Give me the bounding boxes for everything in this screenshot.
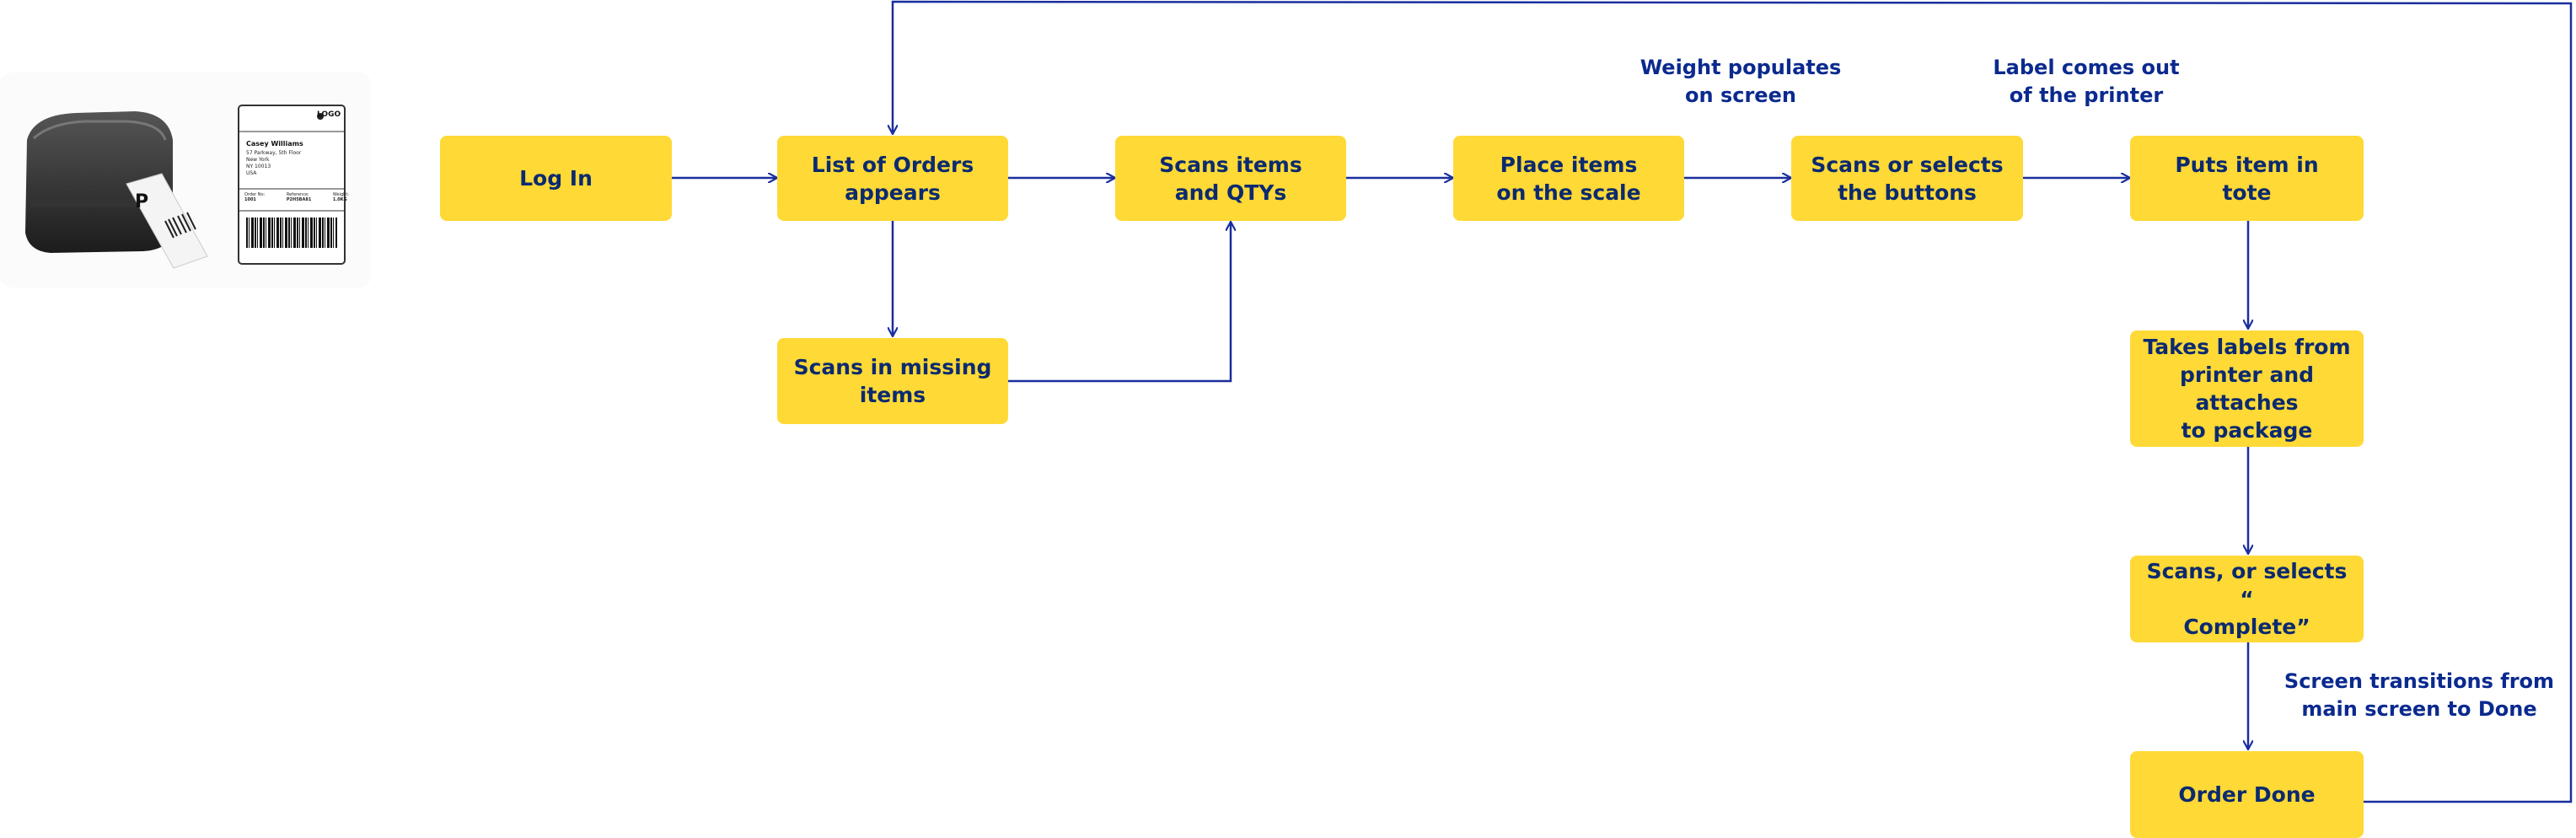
node-list-of-orders: List of Orders appears: [777, 136, 1008, 221]
barcode: [246, 218, 337, 248]
node-puts-in-tote: Puts item in tote: [2130, 136, 2364, 221]
node-order-done: Order Done: [2130, 751, 2364, 838]
node-place-items: Place items on the scale: [1453, 136, 1684, 221]
svg-text:P: P: [135, 191, 148, 212]
note-screen-transition: Screen transitions from main screen to D…: [2284, 669, 2555, 721]
note-label-comes-out: Label comes out of the printer: [1993, 56, 2180, 107]
note-weight-populates: Weight populates on screen: [1640, 56, 1842, 107]
label-address: 57 Parkway, 5th Floor New York NY 10013 …: [246, 150, 302, 176]
printer-illustration: P LOGO Casey Williams 57 Parkway, 5th Fl…: [0, 73, 371, 287]
node-scan-buttons: Scans or selects the buttons: [1791, 136, 2023, 221]
label-name: Casey Williams: [246, 140, 303, 148]
label-brand: LOGO: [317, 110, 341, 119]
node-log-in: Log In: [440, 136, 672, 221]
edge-missing-to-scan: [1008, 222, 1231, 383]
node-scan-missing: Scans in missing items: [777, 338, 1008, 424]
node-scan-items: Scans items and QTYs: [1115, 136, 1346, 221]
node-scan-complete: Scans, or selects “ Complete”: [2130, 556, 2364, 642]
label-fields: Order No:1001 Reference:P2H5BA81 Weight:…: [244, 192, 349, 202]
node-take-labels: Takes labels from printer and attaches t…: [2130, 330, 2364, 447]
label-printer-icon: P: [25, 111, 208, 269]
edge-done-loop-to-list: [893, 0, 2573, 803]
